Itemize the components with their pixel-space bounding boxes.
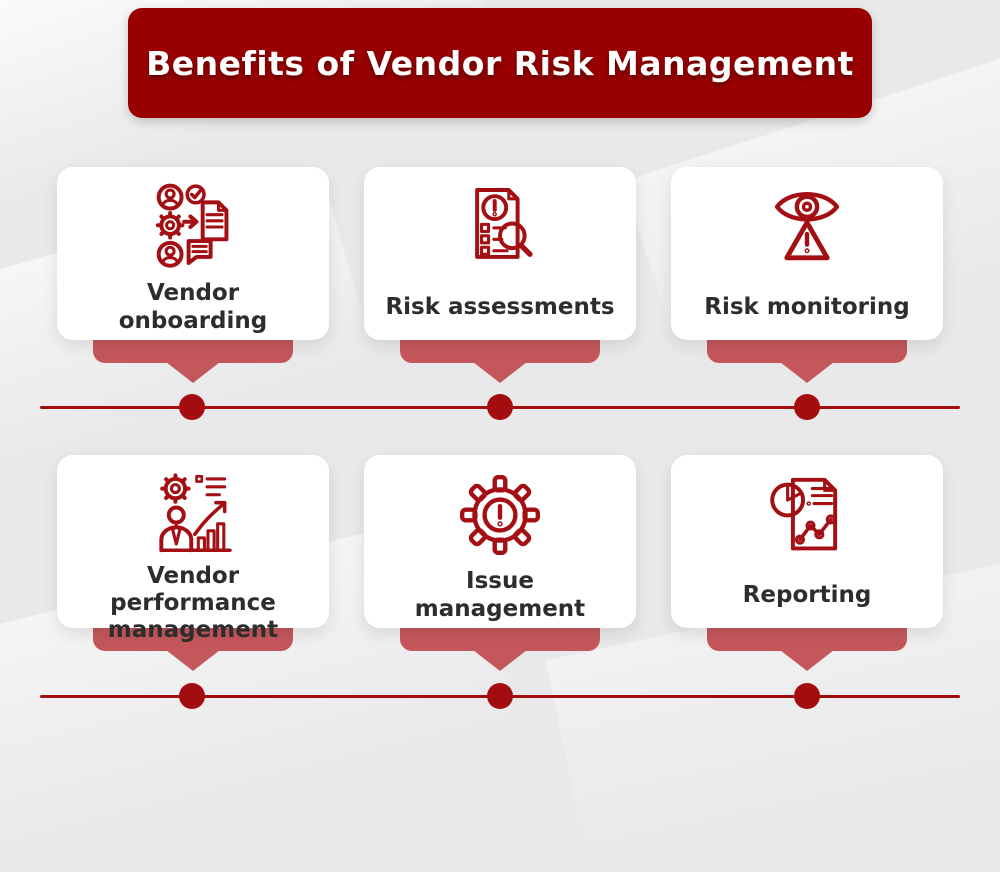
pointer-triangle — [473, 650, 527, 671]
risk-monitoring-icon — [763, 179, 851, 275]
timeline-dot — [794, 683, 820, 709]
cell-risk-assessments: Risk assessments — [364, 167, 636, 383]
cell-issue-management: Issue management — [364, 455, 636, 671]
label-area: Reporting — [671, 563, 943, 628]
label-area: Risk assessments — [364, 275, 636, 340]
pointer-triangle — [166, 650, 220, 671]
cell-vendor-performance-management: Vendor performance management — [57, 455, 329, 671]
pointer-triangle — [166, 362, 220, 383]
timeline-dot — [794, 394, 820, 420]
card-label: Issue management — [414, 568, 586, 622]
label-area: Vendor performance management — [57, 563, 329, 644]
timeline-dot — [487, 683, 513, 709]
timeline-dot — [179, 394, 205, 420]
card-label: Vendor performance management — [107, 563, 279, 644]
timeline-dot — [179, 683, 205, 709]
label-area: Vendor onboarding — [57, 275, 329, 340]
cell-vendor-onboarding: Vendor onboarding — [57, 167, 329, 383]
card-issue-management: Issue management — [364, 455, 636, 628]
label-area: Issue management — [364, 563, 636, 628]
card-label: Risk monitoring — [704, 293, 910, 320]
pointer-triangle — [780, 362, 834, 383]
page-title: Benefits of Vendor Risk Management — [146, 43, 854, 83]
card-risk-monitoring: Risk monitoring — [671, 167, 943, 340]
card-reporting: Reporting — [671, 455, 943, 628]
risk-assessments-icon — [456, 179, 544, 275]
card-label: Reporting — [742, 581, 872, 608]
card-label: Risk assessments — [385, 293, 615, 320]
cell-risk-monitoring: Risk monitoring — [671, 167, 943, 383]
card-vendor-onboarding: Vendor onboarding — [57, 167, 329, 340]
card-vendor-performance-management: Vendor performance management — [57, 455, 329, 643]
reporting-icon — [763, 467, 851, 563]
title-banner: Benefits of Vendor Risk Management — [128, 8, 872, 118]
cell-reporting: Reporting — [671, 455, 943, 671]
pointer-triangle — [473, 362, 527, 383]
card-risk-assessments: Risk assessments — [364, 167, 636, 340]
card-label: Vendor onboarding — [118, 280, 268, 334]
timeline-dot — [487, 394, 513, 420]
pointer-triangle — [780, 650, 834, 671]
vendor-onboarding-icon — [149, 179, 237, 275]
label-area: Risk monitoring — [671, 275, 943, 340]
issue-management-icon — [456, 467, 544, 563]
vendor-performance-management-icon — [149, 467, 237, 563]
